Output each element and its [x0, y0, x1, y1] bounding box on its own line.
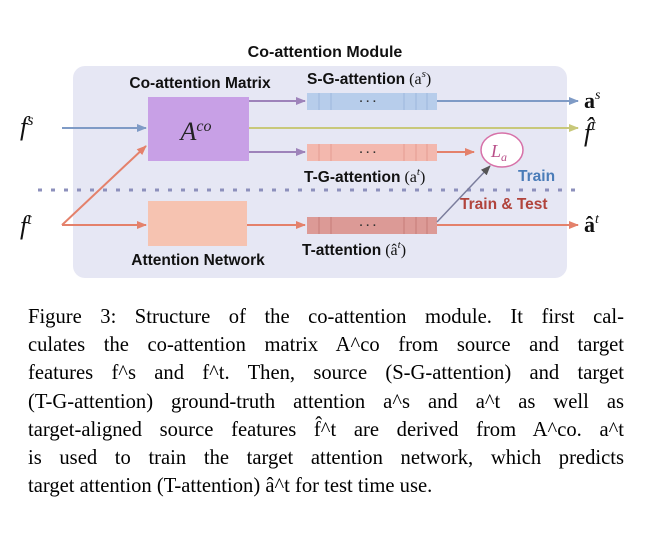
t-to-loss-arrow: [436, 165, 491, 223]
coattention-matrix-box: [148, 97, 249, 161]
output-fhat: f̂t: [584, 117, 596, 147]
sg-attention-bar: · · ·: [307, 93, 437, 110]
ft-to-matrix-arrow: [61, 145, 147, 226]
input-fs: fs: [20, 112, 33, 141]
t-attention-label: T-attention(ât): [302, 239, 406, 259]
caption-line: (T-G-attention) ground-truth attention a…: [28, 390, 624, 413]
output-ahat: ât: [584, 212, 600, 237]
output-as: as: [584, 88, 601, 113]
coattention-matrix-label: Co-attention Matrix: [129, 75, 271, 92]
attention-network-label: Attention Network: [131, 252, 265, 269]
t-attention-bar: · · ·: [307, 217, 437, 234]
caption-line: Figure 3: Structure of the co-attention …: [28, 306, 624, 328]
sg-bar-ellipsis: · · ·: [359, 96, 376, 108]
t-bar-ellipsis: · · ·: [359, 220, 376, 232]
caption-line: is used to train the target attention ne…: [28, 447, 624, 470]
tg-attention-label: T-G-attention(at): [304, 166, 425, 186]
caption-line: target attention (T-attention) â^t for t…: [28, 475, 433, 498]
sg-attention-label: S-G-attention(as): [307, 68, 431, 88]
tg-bar-ellipsis: · · ·: [359, 147, 376, 159]
loss-symbol: La: [490, 141, 507, 164]
attention-network-box: [148, 201, 247, 246]
caption-line: features f^s and f^t. Then, source (S-G-…: [28, 362, 624, 385]
caption-line: target-aligned source features f̂^t are …: [28, 418, 624, 441]
caption-line: culates the co-attention matrix A^co fro…: [28, 334, 624, 357]
tg-attention-bar: · · ·: [307, 144, 437, 161]
matrix-symbol: Aco: [179, 117, 212, 146]
module-title: Co-attention Module: [248, 44, 403, 61]
loss-circle: [480, 132, 524, 168]
co-attention-diagram: Co-attention Module Co-attention Matrix …: [20, 44, 601, 278]
train-label: Train: [518, 168, 555, 185]
figure-caption: Figure 3: Structure of the co-attention …: [28, 303, 624, 500]
train-test-label: Train & Test: [460, 196, 548, 213]
input-ft: ft: [20, 211, 32, 240]
